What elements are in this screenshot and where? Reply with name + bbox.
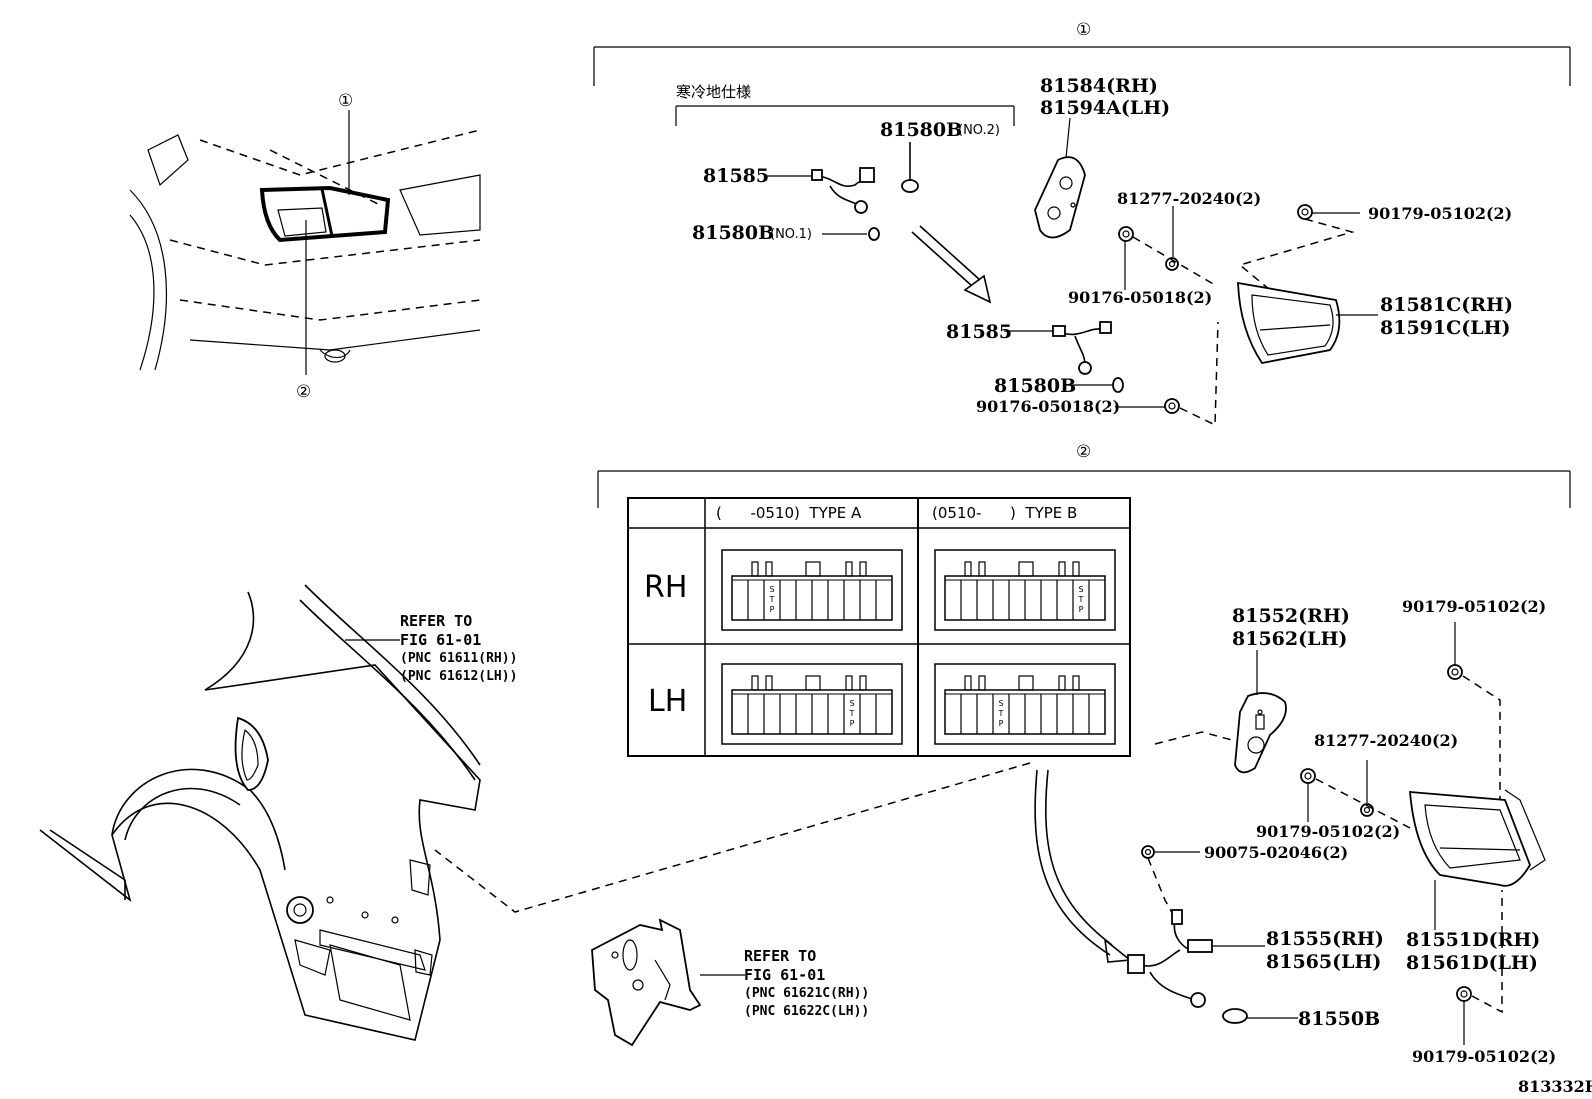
label-81584-rh: 81584(RH) — [1040, 75, 1158, 97]
stp-letter: S — [849, 699, 854, 708]
label-90179-c: 90179-05102(2) — [1412, 1047, 1556, 1066]
label-81594a-lh: 81594A(LH) — [1040, 97, 1170, 119]
section-2-bracket — [597, 470, 1571, 508]
callout-1-header: ① — [1076, 20, 1091, 40]
gasket-81552 — [1154, 650, 1287, 774]
direction-arrow — [911, 225, 992, 304]
label-81277-s1: 81277-20240(2) — [1117, 189, 1261, 208]
label-81561d-lh: 81561D(LH) — [1406, 952, 1538, 974]
stp-letter: T — [998, 709, 1004, 718]
refer1-line2: FIG 61-01 — [400, 631, 481, 649]
refer1-line3: (PNC 61611(RH)) — [400, 651, 517, 666]
label-81565-lh: 81565(LH) — [1266, 951, 1381, 973]
label-90075: 90075-02046(2) — [1204, 843, 1348, 862]
table-header-type-b: (0510- ) TYPE B — [932, 504, 1077, 522]
stp-letter: T — [1078, 595, 1084, 604]
section-1-bracket — [593, 46, 1571, 86]
stp-letter: P — [1079, 605, 1084, 614]
callout-2-car: ② — [296, 382, 311, 402]
label-81562-lh: 81562(LH) — [1232, 628, 1347, 650]
harness-81585-upper — [766, 142, 919, 241]
quarter-panel — [39, 584, 481, 1041]
label-81580b-no1: 81580B — [692, 222, 774, 244]
refer1-line4: (PNC 61612(LH)) — [400, 669, 517, 684]
guide-line-body — [434, 762, 1031, 913]
table-header-type-a: ( -0510) TYPE A — [716, 504, 862, 522]
inner-panel — [591, 918, 745, 1047]
label-no2: (NO.2) — [958, 123, 1000, 138]
refer2-line4: (PNC 61622C(LH)) — [744, 1004, 869, 1019]
stp-letter: T — [769, 595, 775, 604]
label-81552-rh: 81552(RH) — [1232, 605, 1350, 627]
figure-id: 813332H — [1518, 1077, 1592, 1096]
cold-spec-bracket — [675, 105, 1015, 126]
refer1-line1: REFER TO — [400, 612, 472, 630]
refer2-line1: REFER TO — [744, 947, 816, 965]
label-no1: (NO.1) — [770, 227, 812, 242]
label-81550b: 81550B — [1298, 1008, 1380, 1030]
stp-letter: P — [850, 719, 855, 728]
gasket-81584 — [1034, 117, 1086, 239]
table-row-rh: RH — [644, 570, 687, 605]
label-90179-top: 90179-05102(2) — [1368, 204, 1512, 223]
harness-81555 — [1127, 909, 1298, 1024]
lamp-rh-type-b: STP — [934, 549, 1116, 631]
lamp-81551d — [1409, 789, 1546, 930]
stp-letter: S — [769, 585, 774, 594]
stp-letter: P — [770, 605, 775, 614]
fasteners-section1 — [1118, 204, 1360, 427]
label-81580b-s1: 81580B — [994, 375, 1076, 397]
label-81585-lower: 81585 — [946, 321, 1012, 343]
table-row-lh: LH — [648, 684, 687, 719]
harness-81585-lower — [1004, 321, 1165, 408]
callout-1-car: ① — [338, 91, 353, 111]
label-90176-a: 90176-05018(2) — [1068, 288, 1212, 307]
label-90179-b: 90179-05102(2) — [1256, 822, 1400, 841]
car-rear-view — [129, 110, 481, 375]
refer2-line3: (PNC 61621C(RH)) — [744, 986, 869, 1001]
label-81555-rh: 81555(RH) — [1266, 928, 1384, 950]
fasteners-section2 — [1141, 622, 1503, 1045]
cold-spec-label: 寒冷地仕様 — [676, 83, 751, 101]
label-81585-upper: 81585 — [703, 165, 769, 187]
label-81277-s2: 81277-20240(2) — [1314, 731, 1458, 750]
curved-arrow — [1034, 769, 1133, 963]
label-81591c-lh: 81591C(LH) — [1380, 317, 1511, 339]
label-81581c-rh: 81581C(RH) — [1380, 294, 1513, 316]
label-81551d-rh: 81551D(RH) — [1406, 929, 1540, 951]
stp-letter: S — [1078, 585, 1083, 594]
type-table — [627, 497, 1131, 757]
callout-2-header: ② — [1076, 442, 1091, 462]
stp-letter: T — [849, 709, 855, 718]
lamp-81581c — [1237, 281, 1378, 364]
lamp-lh-type-a: STP — [721, 663, 903, 745]
label-90176-b: 90176-05018(2) — [976, 397, 1120, 416]
lamp-rh-type-a: STP — [721, 549, 903, 631]
stp-letter: S — [998, 699, 1003, 708]
label-81580b-no2: 81580B — [880, 119, 962, 141]
stp-letter: P — [999, 719, 1004, 728]
refer2-line2: FIG 61-01 — [744, 966, 825, 984]
label-90179-a: 90179-05102(2) — [1402, 597, 1546, 616]
lamp-lh-type-b: STP — [934, 663, 1116, 745]
